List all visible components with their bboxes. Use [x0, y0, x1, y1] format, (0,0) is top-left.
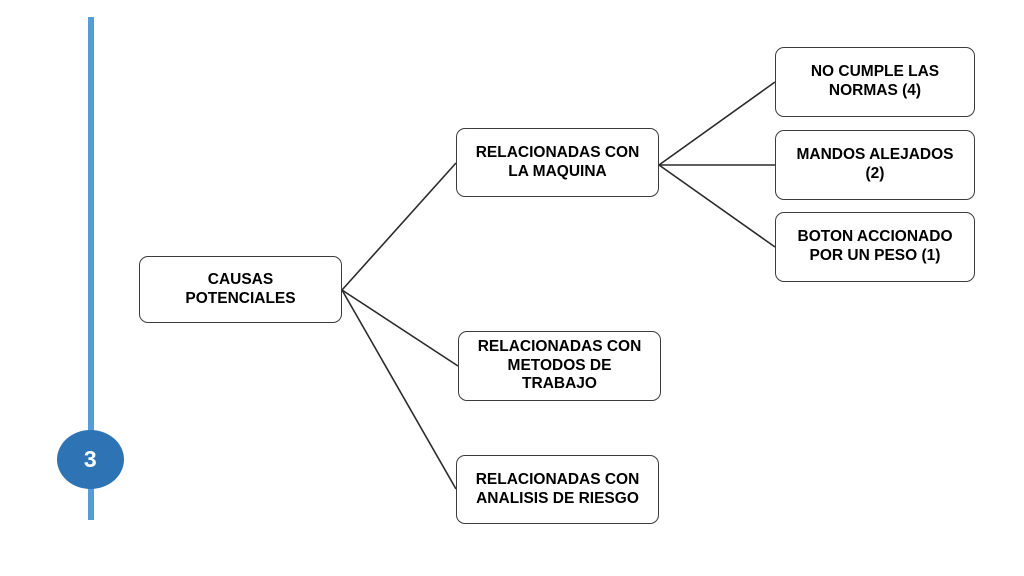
connector-maquina-to-normas — [658, 81, 776, 166]
node-causas-potenciales[interactable]: CAUSAS POTENCIALES — [139, 256, 342, 323]
node-relacionadas-analisis-riesgo[interactable]: RELACIONADAS CON ANALISIS DE RIESGO — [456, 455, 659, 524]
node-mandos-alejados[interactable]: MANDOS ALEJADOS (2) — [775, 130, 975, 200]
connector-root-to-maquina — [341, 162, 457, 291]
connector-root-to-metodos — [341, 289, 459, 367]
node-label: MANDOS ALEJADOS (2) — [796, 146, 954, 182]
step-number-label: 3 — [83, 446, 98, 472]
connector-root-to-riesgo — [341, 289, 457, 490]
node-boton-accionado-peso[interactable]: BOTON ACCIONADO POR UN PESO (1) — [775, 212, 975, 282]
node-relacionadas-metodos-trabajo[interactable]: RELACIONADAS CON METODOS DE TRABAJO — [458, 331, 661, 401]
node-label: BOTON ACCIONADO POR UN PESO (1) — [797, 228, 953, 264]
node-label: RELACIONADAS CON ANALISIS DE RIESGO — [475, 470, 640, 507]
step-number-badge: 3 — [57, 430, 124, 489]
connector-maquina-to-boton — [658, 164, 776, 248]
timeline-rail — [88, 17, 94, 520]
node-label: RELACIONADAS CON METODOS DE TRABAJO — [477, 337, 642, 393]
node-no-cumple-normas[interactable]: NO CUMPLE LAS NORMAS (4) — [775, 47, 975, 117]
node-label: RELACIONADAS CON LA MAQUINA — [475, 143, 640, 180]
node-relacionadas-maquina[interactable]: RELACIONADAS CON LA MAQUINA — [456, 128, 659, 197]
node-label: CAUSAS POTENCIALES — [185, 270, 296, 307]
node-label: NO CUMPLE LAS NORMAS (4) — [810, 63, 940, 99]
